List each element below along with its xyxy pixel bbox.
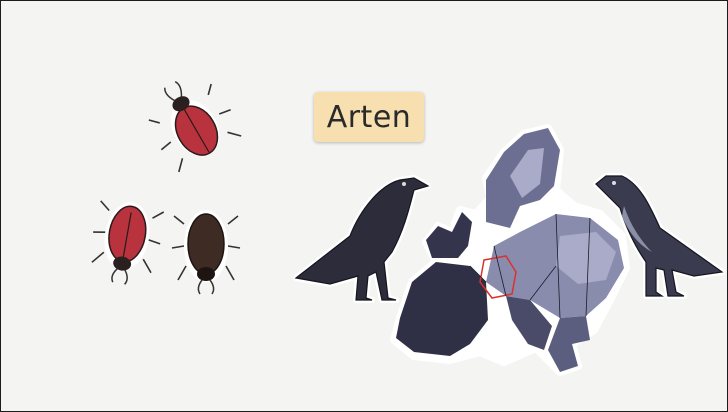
beetle-red-left-icon [91,200,165,285]
title-card-text: Arten [326,99,412,135]
beetle-red-top-icon [148,81,242,173]
europe-map-icon [390,124,630,376]
title-card: Arten [314,92,424,142]
crow-right-icon [593,173,725,299]
beetle-brown-icon [171,210,241,295]
crow-left-icon [293,175,431,303]
